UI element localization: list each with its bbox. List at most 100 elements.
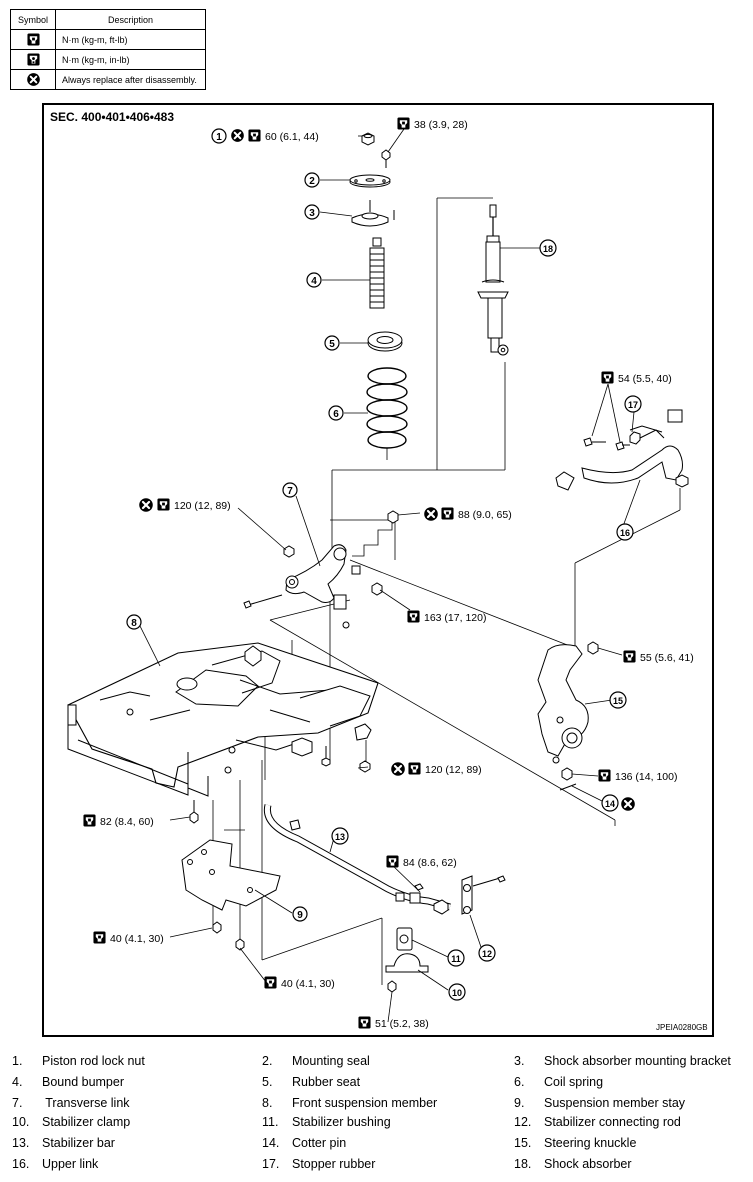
legend-item: 1.Piston rod lock nut: [12, 1054, 145, 1068]
stabilizer-bar: [263, 804, 451, 911]
svg-text:12: 12: [482, 949, 492, 959]
svg-text:1: 1: [216, 132, 222, 143]
front-suspension-member: [67, 642, 379, 797]
nut-88: [387, 510, 399, 524]
steering-knuckle: [537, 641, 599, 791]
svg-text:3: 3: [309, 208, 315, 219]
svg-text:9: 9: [297, 910, 303, 921]
always-replace-icon: [391, 762, 405, 776]
stabilizer-clamp: [385, 953, 429, 993]
callouts: 1 2 3 4 5 6 7 8 9 10 11 12 13 14 15 16 1…: [126, 128, 642, 1001]
torque-spec-88: 88 (9.0, 65): [458, 509, 512, 521]
section-title: SEC. 400•401•406•483: [50, 110, 175, 124]
torque-wrench-icon: [386, 855, 399, 868]
svg-text:11: 11: [451, 954, 461, 964]
always-replace-icon: [424, 507, 438, 521]
suspension-member-stay: [181, 839, 281, 951]
coil-spring: [366, 367, 408, 460]
legend-item: 12.Stabilizer connecting rod: [514, 1115, 681, 1129]
symbol-row: Always replace after disassembly.: [10, 69, 206, 90]
torque-wrench-icon: [93, 931, 106, 944]
always-replace-icon: [139, 498, 153, 512]
svg-text:6: 6: [333, 409, 339, 420]
legend-item: 6.Coil spring: [514, 1075, 604, 1089]
legend-item: 18.Shock absorber: [514, 1157, 632, 1171]
torque-wrench-icon: [408, 762, 421, 775]
leader-lines: [139, 128, 641, 1023]
stabilizer-connecting-rod: [414, 875, 506, 915]
callout-12: 12: [478, 944, 496, 962]
callout-7: 7: [282, 482, 298, 498]
callout-14: 14: [601, 794, 619, 812]
shock-mounting-bracket: [351, 200, 395, 227]
torque-spec-40a: 40 (4.1, 30): [110, 933, 164, 945]
legend-item: 16.Upper link: [12, 1157, 99, 1171]
callout-3: 3: [304, 204, 320, 220]
legend-item: 14.Cotter pin: [262, 1136, 347, 1150]
callout-17: 17: [624, 395, 642, 413]
legend-item: 8.Front suspension member: [262, 1096, 438, 1110]
callout-9: 9: [292, 906, 308, 922]
svg-text:2: 2: [309, 176, 315, 187]
svg-text:4: 4: [311, 276, 317, 287]
svg-text:16: 16: [620, 528, 630, 538]
svg-text:7: 7: [287, 486, 293, 497]
bolt-163: [371, 582, 383, 596]
svg-text:8: 8: [131, 618, 137, 629]
legend-item: 13.Stabilizer bar: [12, 1136, 115, 1150]
torque-wrench-icon: [248, 129, 261, 142]
legend-item: 4.Bound bumper: [12, 1075, 125, 1089]
torque-wrench-icon: [358, 1016, 371, 1029]
torque-spec-163: 163 (17, 120): [424, 612, 486, 624]
torque-spec-40b: 40 (4.1, 30): [281, 978, 335, 990]
rubber-seat: [367, 331, 403, 352]
svg-text:14: 14: [605, 799, 615, 809]
torque-spec-60: 60 (6.1, 44): [265, 131, 319, 143]
callout-1: 1: [211, 128, 227, 144]
stopper-rubber: [583, 431, 641, 451]
torque-wrench-icon: [264, 976, 277, 989]
callout-10: 10: [448, 983, 466, 1001]
svg-text:5: 5: [329, 339, 335, 350]
callout-2: 2: [304, 172, 320, 188]
callout-11: 11: [447, 949, 465, 967]
torque-spec-120b: 120 (12, 89): [425, 764, 482, 776]
bolt-small: [381, 149, 391, 168]
legend-item: 11.Stabilizer bushing: [262, 1115, 391, 1129]
legend-item: 9.Suspension member stay: [514, 1096, 686, 1110]
torque-spec-120a: 120 (12, 89): [174, 500, 231, 512]
figure-code: JPEIA0280GB: [656, 1023, 708, 1032]
legend-item: 15.Steering knuckle: [514, 1136, 637, 1150]
torque-wrench-icon: [598, 769, 611, 782]
parts-legend: 1.Piston rod lock nut 2.Mounting seal 3.…: [8, 1054, 750, 1178]
torque-labels: 60 (6.1, 44) 38 (3.9, 28) 54 (5.5, 40) 1…: [83, 117, 694, 1030]
callout-16: 16: [616, 523, 634, 541]
torque-wrench-icon: [623, 650, 636, 663]
svg-text:13: 13: [335, 832, 345, 842]
legend-item: 3.Shock absorber mounting bracket: [514, 1054, 731, 1068]
callout-8: 8: [126, 614, 142, 630]
svg-text:17: 17: [628, 400, 638, 410]
torque-spec-136: 136 (14, 100): [615, 771, 677, 783]
torque-wrench-icon: [397, 117, 410, 130]
torque-spec-55: 55 (5.6, 41): [640, 652, 694, 664]
symbol-description: Always replace after disassembly.: [55, 69, 206, 90]
torque-spec-51: 51 (5.2, 38): [375, 1018, 429, 1030]
legend-item: 5.Rubber seat: [262, 1075, 361, 1089]
torque-spec-38: 38 (3.9, 28): [414, 119, 468, 131]
legend-item: 7. Transverse link: [12, 1096, 130, 1110]
torque-wrench-icon: [157, 498, 170, 511]
callout-6: 6: [328, 405, 344, 421]
torque-wrench-icon: [601, 371, 614, 384]
shock-absorber: [477, 204, 509, 356]
symbol-header: Symbol: [10, 9, 56, 30]
torque-spec-84: 84 (8.6, 62): [403, 857, 457, 869]
torque-wrench-icon: [407, 610, 420, 623]
callout-15: 15: [609, 691, 627, 709]
torque-spec-54: 54 (5.5, 40): [618, 373, 672, 385]
torque-wrench-icon: [441, 507, 454, 520]
piston-rod-lock-nut: [361, 132, 375, 146]
svg-text:15: 15: [613, 696, 623, 706]
mounting-seal: [349, 174, 391, 188]
